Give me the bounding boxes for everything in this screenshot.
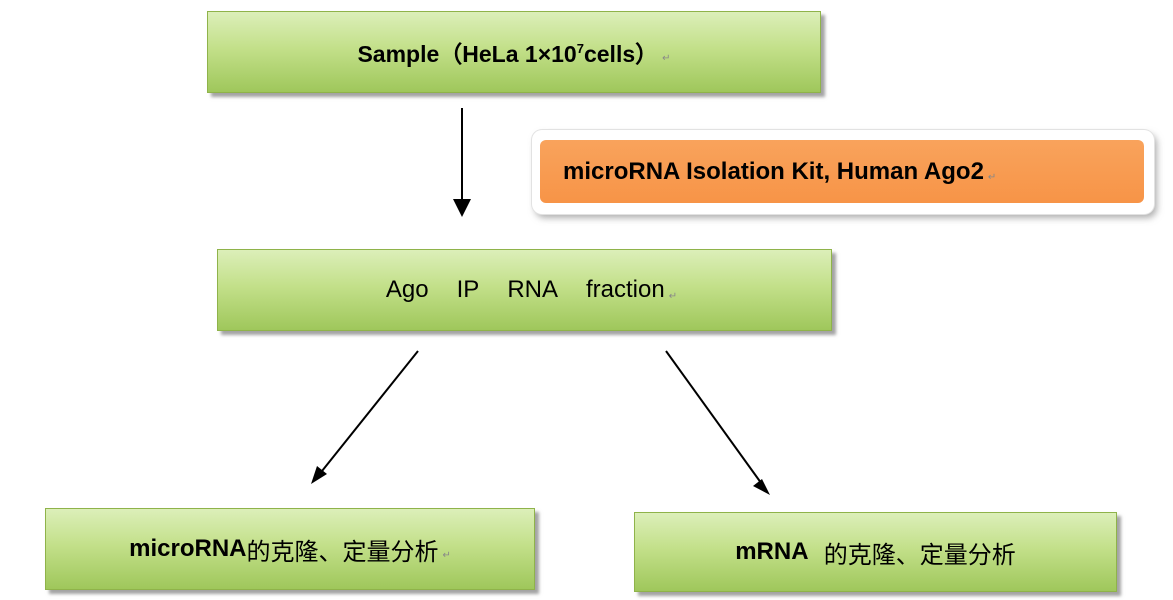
arrow-ago-to-mirna: [317, 350, 419, 477]
mrna-label-cn: 的克隆、定量分析: [808, 540, 1016, 569]
ago-word-1: Ago: [385, 276, 429, 303]
paragraph-mark-icon: ↵: [442, 549, 451, 561]
arrowhead-ago-to-mrna: [753, 479, 770, 495]
ago-word-2: IP: [456, 276, 480, 303]
sample-label-suffix: cells）: [583, 41, 659, 67]
mrna-label-bold: mRNA: [735, 538, 809, 565]
mirna-label-cn: 的克隆、定量分析: [246, 537, 439, 566]
ago-word-4: fraction: [585, 276, 665, 303]
kit-box: microRNA Isolation Kit, Human Ago2↵: [540, 140, 1144, 203]
mirna-analysis-box: microRNA 的克隆、定量分析↵: [45, 508, 535, 590]
mrna-analysis-box: mRNA 的克隆、定量分析: [634, 512, 1117, 592]
mirna-label-bold: microRNA: [129, 535, 247, 562]
ago-ip-box: Ago IP RNA fraction↵: [217, 249, 832, 331]
kit-label: microRNA Isolation Kit, Human Ago2: [563, 157, 984, 185]
sample-label-exponent: 7: [576, 40, 584, 56]
paragraph-mark-icon: ↵: [987, 172, 997, 183]
arrow-ago-to-mrna: [665, 350, 765, 488]
paragraph-mark-icon: ↵: [662, 52, 671, 64]
arrowhead-ago-to-mirna: [311, 466, 327, 484]
arrowhead-sample-to-ago: [453, 199, 471, 217]
ago-word-3: RNA: [507, 276, 558, 303]
paragraph-mark-icon: ↵: [668, 290, 678, 302]
sample-label-prefix: Sample（HeLa 1×10: [357, 41, 577, 67]
